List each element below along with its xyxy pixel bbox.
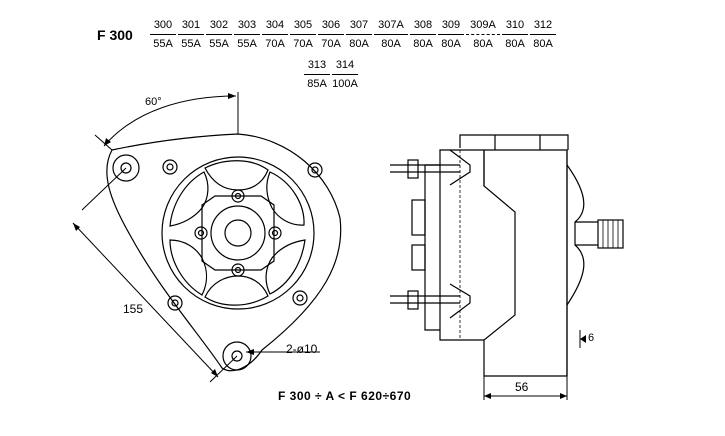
width-dimension: 56 xyxy=(515,380,529,394)
model-code: 308 xyxy=(410,18,436,35)
holes-dimension: 2-ø10 xyxy=(286,342,318,356)
model-amperage: 100A xyxy=(332,78,358,90)
model-amperage: 55A xyxy=(209,38,229,50)
model-entry: 314 100A xyxy=(332,58,358,91)
model-amperage: 80A xyxy=(441,38,461,50)
model-code: 307A xyxy=(374,18,408,35)
front-housing-outline xyxy=(106,133,342,372)
model-amperage: 70A xyxy=(293,38,313,50)
model-amperage: 80A xyxy=(533,38,553,50)
model-amperage: 55A xyxy=(181,38,201,50)
shaft xyxy=(597,219,624,249)
front-view xyxy=(72,92,342,383)
model-amperage: 80A xyxy=(413,38,433,50)
model-code: 309 xyxy=(438,18,464,35)
model-amperage: 70A xyxy=(265,38,285,50)
mount-distance-dimension: 155 xyxy=(123,302,144,316)
side-view xyxy=(390,134,624,400)
mount-hole-top xyxy=(112,154,140,182)
model-code: 304 xyxy=(262,18,288,35)
model-amperage: 70A xyxy=(321,38,341,50)
mount-hole-bottom xyxy=(222,341,252,371)
model-code: 301 xyxy=(178,18,204,35)
model-code: 305 xyxy=(290,18,316,35)
model-code: 310 xyxy=(502,18,528,35)
shaft-hole xyxy=(224,219,252,247)
model-code: 313 xyxy=(304,58,330,75)
model-code: 302 xyxy=(206,18,232,35)
model-amperage: 55A xyxy=(237,38,257,50)
compatibility-note: F 300 ÷ A < F 620÷670 xyxy=(278,389,412,403)
rotor-outline xyxy=(161,156,315,310)
model-amperage: 80A xyxy=(473,38,493,50)
model-code: 309A xyxy=(466,18,500,35)
model-amperage: 85A xyxy=(307,78,327,90)
model-amperage: 80A xyxy=(349,38,369,50)
model-code: 300 xyxy=(150,18,176,35)
series-title: F 300 xyxy=(97,27,133,43)
offset-dimension: 6 xyxy=(588,332,595,344)
side-body xyxy=(483,149,568,377)
model-code: 312 xyxy=(530,18,556,35)
model-amperage: 80A xyxy=(505,38,525,50)
model-code: 314 xyxy=(332,58,358,75)
model-code: 306 xyxy=(318,18,344,35)
model-code: 307 xyxy=(346,18,372,35)
model-amperage: 55A xyxy=(153,38,173,50)
model-entry: 309A 80A xyxy=(466,18,500,51)
model-amperage: 80A xyxy=(381,38,401,50)
model-code: 303 xyxy=(234,18,260,35)
model-entry: 307A 80A xyxy=(374,18,408,51)
angle-dimension: 60° xyxy=(145,96,162,108)
